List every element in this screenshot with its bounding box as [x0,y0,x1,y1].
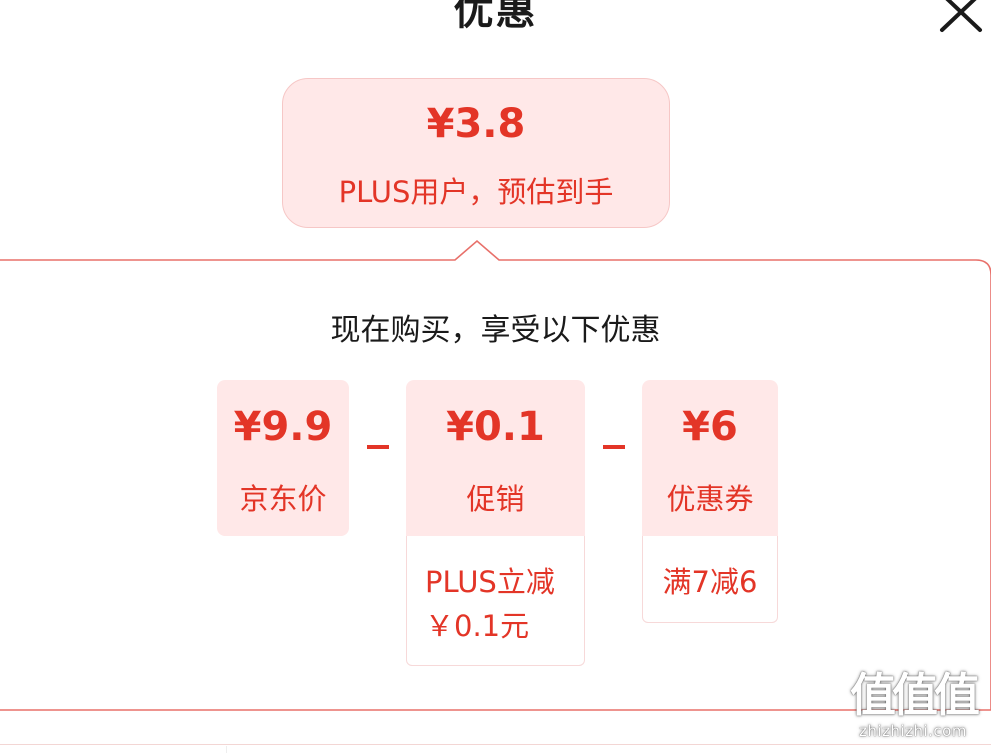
coupon-label: 优惠券 [666,482,754,516]
close-icon [940,0,982,32]
watermark-logo: 值值值 [850,668,980,722]
promotion-label: 促销 [466,482,525,516]
coupon-detail-line1: 满7减6 [662,565,758,599]
jd-price-card: ¥9.9 京东价 [217,380,349,536]
coupon-card: ¥6 优惠券 [642,380,778,536]
coupon-amount: ¥6 [682,404,738,450]
minus-icon [603,445,625,449]
site-watermark: 值值值 zhizhizhi.com [838,668,988,750]
jd-price-amount: ¥9.9 [233,404,333,450]
close-button[interactable] [936,0,986,34]
promotion-amount: ¥0.1 [446,404,545,450]
watermark-url: zhizhizhi.com [859,722,967,740]
promotion-detail-line2: ￥0.1元 [425,609,530,643]
divider [226,746,227,753]
promotion-card: ¥0.1 促销 [406,380,585,536]
next-section-edge [0,744,991,753]
minus-icon [367,445,389,449]
estimated-price: ¥3.8 [426,101,526,147]
popup-title: 优惠 [453,0,538,34]
estimated-price-card: ¥3.8 PLUS用户，预估到手 [282,78,670,228]
promotion-detail-line1: PLUS立减 [425,565,555,599]
jd-price-label: 京东价 [239,482,327,516]
panel-title: 现在购买，享受以下优惠 [330,313,661,348]
estimated-price-label: PLUS用户，预估到手 [338,175,614,209]
promotion-detail: PLUS立减 ￥0.1元 [406,536,585,666]
coupon-detail: 满7减6 [642,536,778,623]
